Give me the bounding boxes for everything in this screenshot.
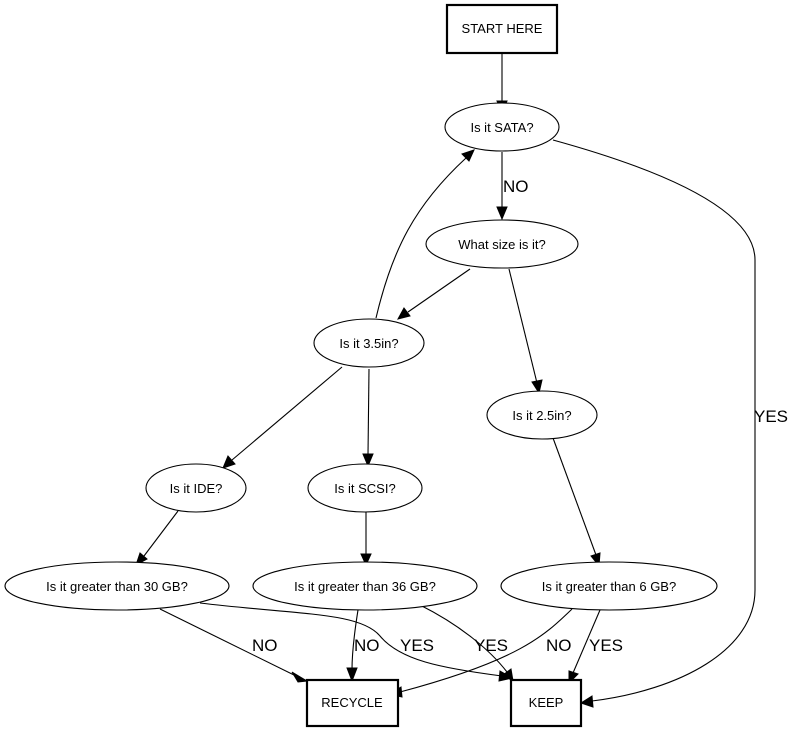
node-scsi-label: Is it SCSI? <box>334 481 395 496</box>
label-gt6-no: NO <box>546 636 572 655</box>
node-ide-ellipse <box>145 463 247 513</box>
node-size-label: What size is it? <box>458 237 545 252</box>
edge-gt30-recycle <box>159 608 297 677</box>
edge-gt36-recycle <box>351 609 359 671</box>
label-gt6-yes: YES <box>589 636 623 655</box>
node-start-box <box>445 3 559 55</box>
edge-labels: NO YES NO NO YES YES NO YES <box>252 177 788 655</box>
edge-35-sata <box>375 157 467 319</box>
arrowhead <box>346 667 358 683</box>
edge-sata-keep <box>552 139 756 702</box>
edge-gt6-recycle <box>399 608 573 693</box>
edge-gt30-keep <box>199 602 503 677</box>
arrowhead <box>360 553 372 567</box>
node-35: Is it 3.5in? <box>313 318 425 368</box>
node-ide-label: Is it IDE? <box>170 481 223 496</box>
node-gt6-label: Is it greater than 6 GB? <box>542 579 676 594</box>
node-scsi-ellipse <box>307 463 423 513</box>
arrowhead <box>496 206 508 221</box>
node-gt6: Is it greater than 6 GB? <box>500 561 718 611</box>
node-gt30-ellipse <box>4 561 230 611</box>
node-start: START HERE <box>445 3 559 55</box>
node-keep-label: KEEP <box>529 695 564 710</box>
node-gt36-label: Is it greater than 36 GB? <box>294 579 436 594</box>
edge-gt6-keep <box>572 609 601 674</box>
node-scsi: Is it SCSI? <box>307 463 423 513</box>
label-sata-yes: YES <box>754 407 788 426</box>
node-gt30: Is it greater than 30 GB? <box>4 561 230 611</box>
edge-size-25 <box>508 268 538 384</box>
node-recycle-box <box>305 678 400 728</box>
node-25-ellipse <box>486 390 598 440</box>
arrowhead <box>461 149 475 162</box>
node-size-ellipse <box>425 219 579 269</box>
node-gt6-ellipse <box>500 561 718 611</box>
arrowhead <box>579 695 594 708</box>
edge-35-ide <box>231 366 343 461</box>
node-recycle-label: RECYCLE <box>321 695 383 710</box>
node-start-label: START HERE <box>462 21 543 36</box>
arrowhead <box>291 671 309 683</box>
node-size: What size is it? <box>425 219 579 269</box>
edge-size-35 <box>407 268 471 313</box>
node-recycle: RECYCLE <box>305 678 400 728</box>
label-gt30-no: NO <box>252 636 278 655</box>
node-sata-ellipse <box>444 102 560 152</box>
edge-gt36-keep <box>419 604 508 673</box>
label-gt30-yes: YES <box>400 636 434 655</box>
edges <box>135 54 756 708</box>
edge-ide-gt30 <box>143 510 179 557</box>
node-ide: Is it IDE? <box>145 463 247 513</box>
edge-25-gt6 <box>552 437 597 556</box>
edge-35-scsi <box>367 368 370 456</box>
node-35-label: Is it 3.5in? <box>339 336 398 351</box>
node-sata: Is it SATA? <box>444 102 560 152</box>
arrowhead <box>531 379 543 395</box>
node-gt36-ellipse <box>252 561 478 611</box>
node-gt36: Is it greater than 36 GB? <box>252 561 478 611</box>
node-25: Is it 2.5in? <box>486 390 598 440</box>
node-sata-label: Is it SATA? <box>470 120 533 135</box>
arrowhead <box>222 455 236 469</box>
node-gt30-label: Is it greater than 30 GB? <box>46 579 188 594</box>
nodes: START HERE Is it SATA? What size is it? … <box>4 3 718 728</box>
arrowhead <box>362 453 374 468</box>
arrowhead <box>502 668 514 682</box>
node-35-ellipse <box>313 318 425 368</box>
label-gt36-yes: YES <box>474 636 508 655</box>
node-keep-box <box>509 678 583 728</box>
node-25-label: Is it 2.5in? <box>512 408 571 423</box>
label-gt36-no: NO <box>354 636 380 655</box>
arrowhead <box>397 307 411 320</box>
label-sata-no: NO <box>503 177 529 196</box>
node-keep: KEEP <box>509 678 583 728</box>
